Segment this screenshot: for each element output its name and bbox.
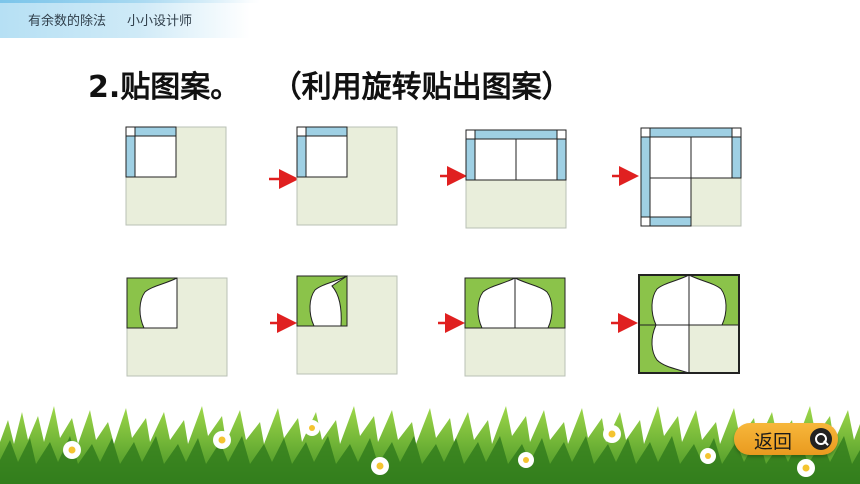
- step-4-leaf-board: [638, 274, 740, 374]
- back-button[interactable]: 返回: [734, 423, 838, 455]
- step-2-blue-board: [296, 126, 398, 226]
- return-icon: [810, 428, 832, 450]
- header-banner: 有余数的除法 小小设计师: [0, 0, 260, 38]
- header-bar: [0, 0, 250, 38]
- step-1-blue-board: [125, 126, 227, 226]
- exercise-title: 2.贴图案。 （利用旋转贴出图案）: [88, 70, 572, 105]
- step-1-leaf-board: [126, 277, 228, 377]
- lesson-title: 有余数的除法: [28, 14, 107, 29]
- step-3-leaf-board: [464, 277, 566, 377]
- step-2-leaf-board: [296, 275, 398, 375]
- header-top-line: [0, 0, 260, 3]
- grass-border: [0, 406, 860, 484]
- section-title: 小小设计师: [127, 14, 193, 29]
- step-3-blue-board: [465, 129, 567, 229]
- flower-icon: [63, 420, 815, 477]
- back-button-label: 返回: [754, 431, 793, 453]
- step-4-blue-board: [640, 127, 742, 227]
- pattern-diagram: [125, 126, 742, 377]
